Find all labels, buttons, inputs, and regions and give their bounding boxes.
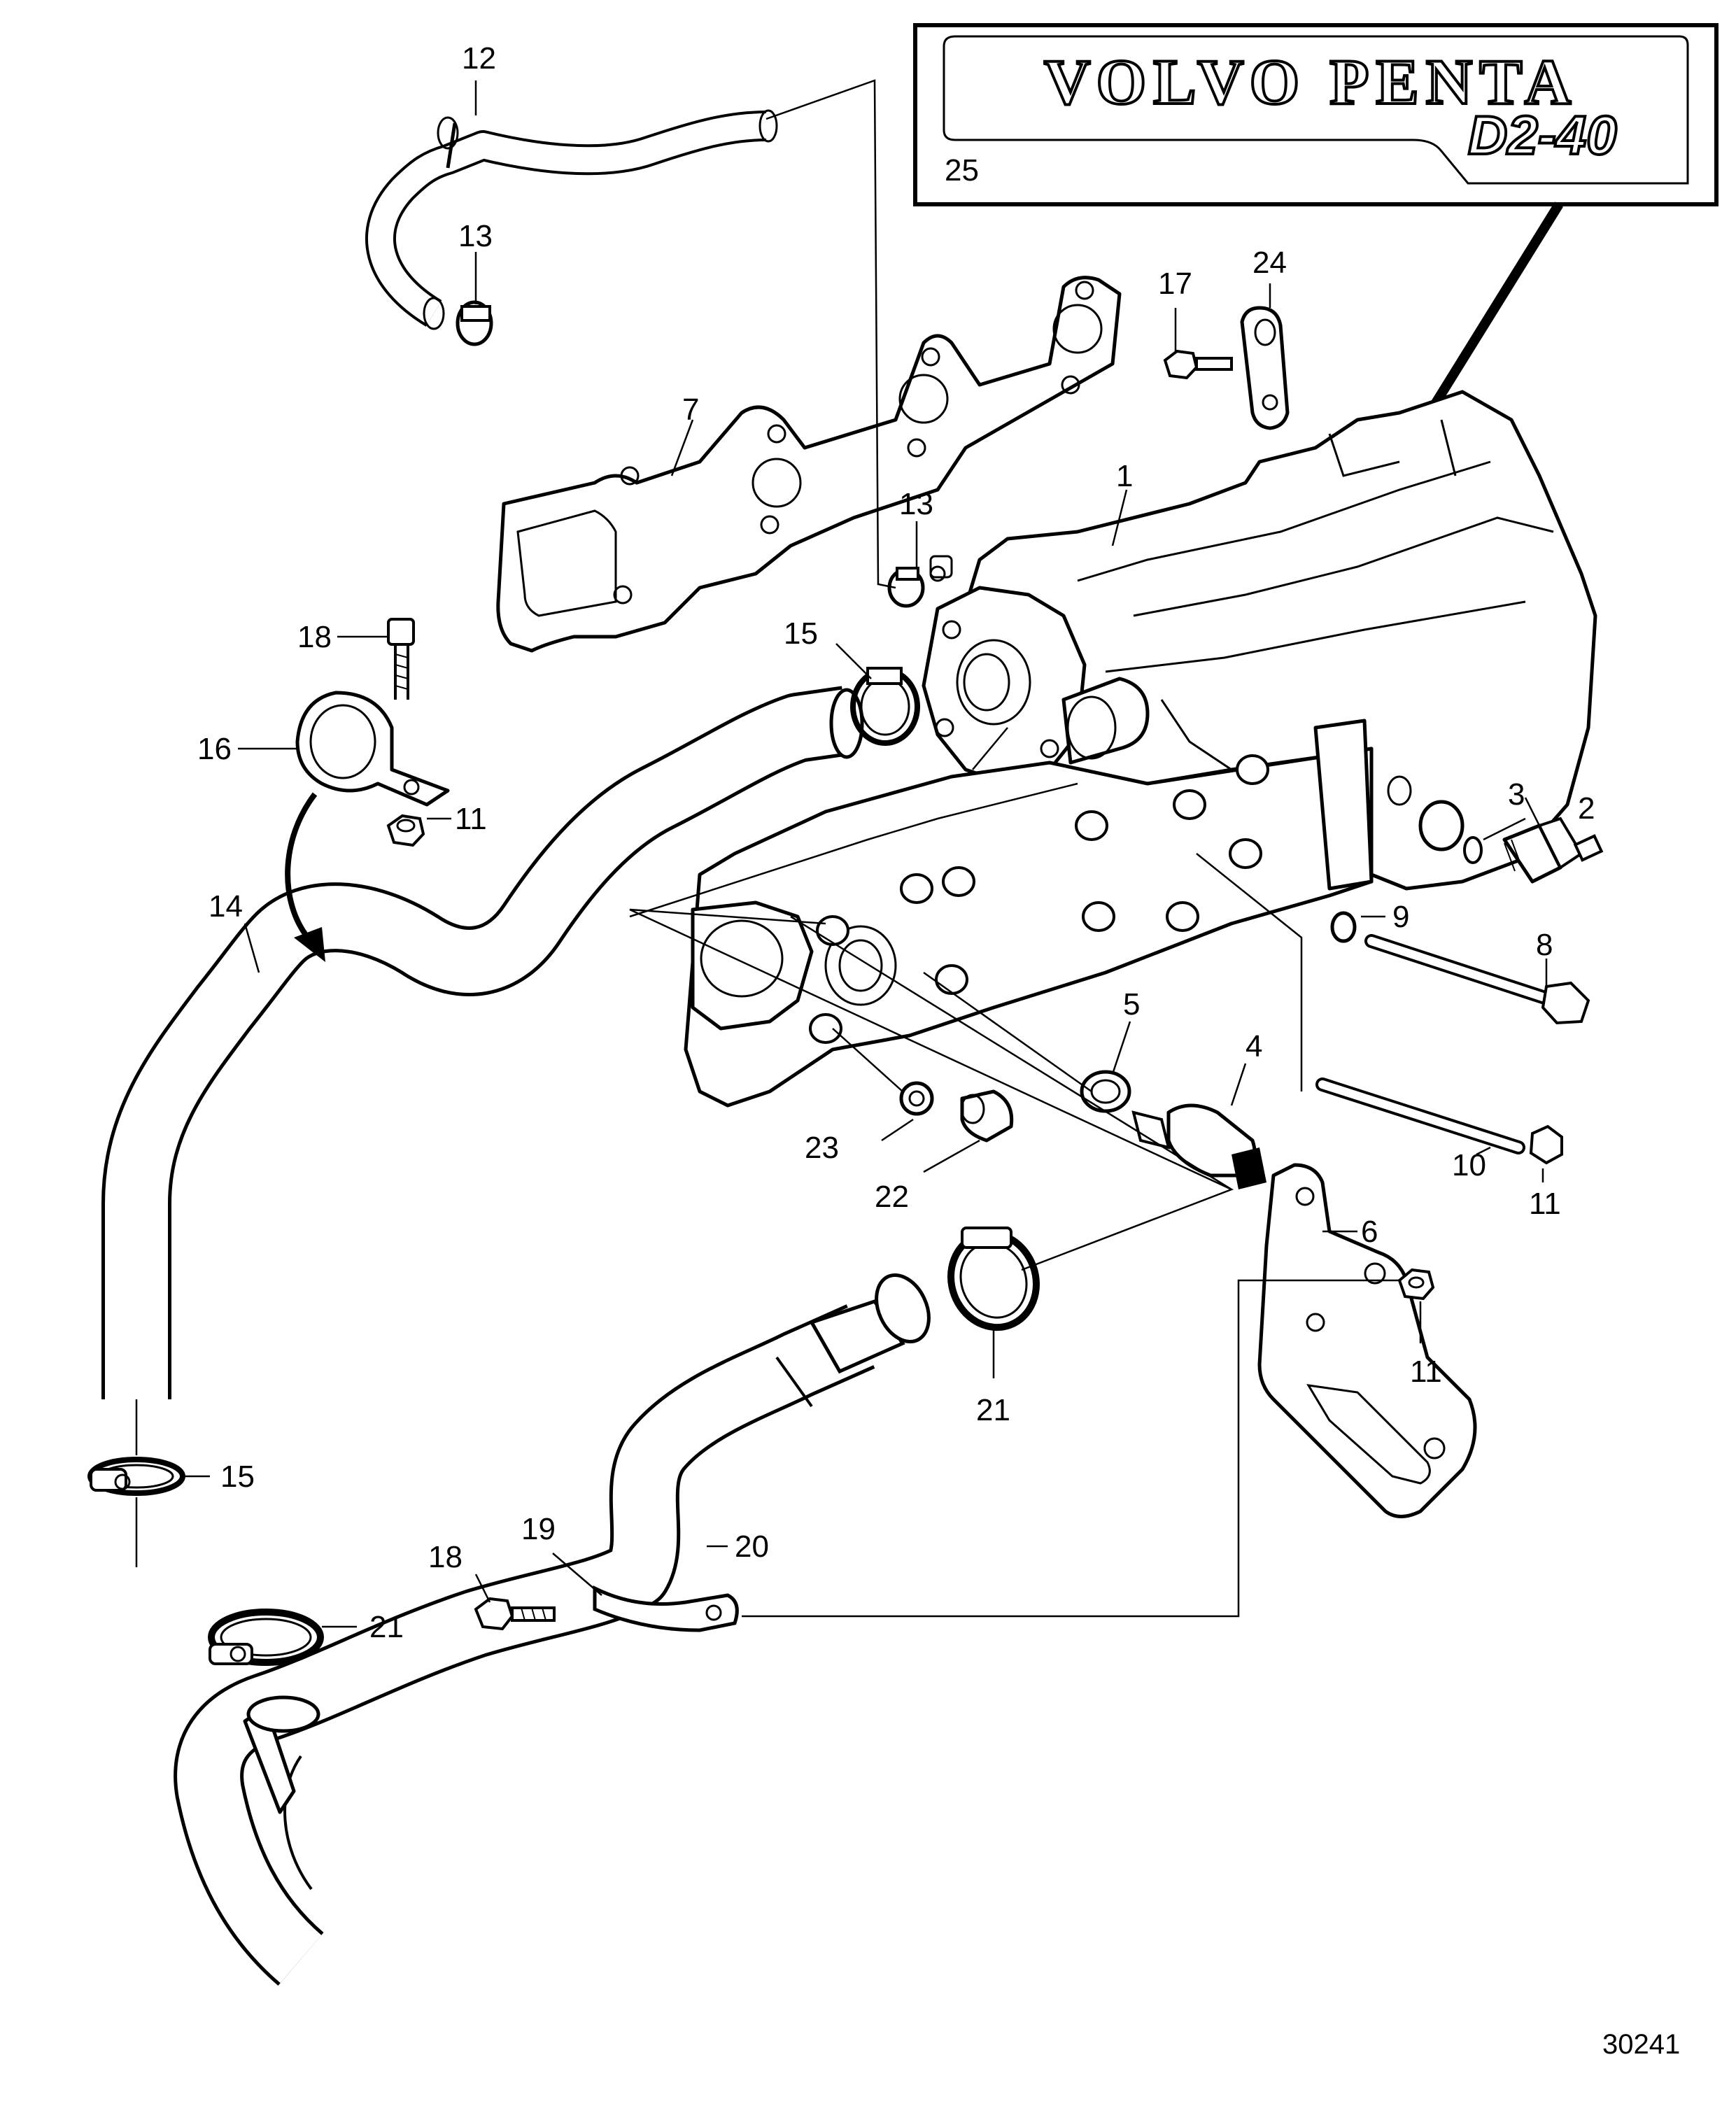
callout-15-upper: 15 (784, 616, 818, 651)
drain-plug-22 (960, 1089, 1014, 1143)
callout-16: 16 (197, 732, 232, 766)
callout-9: 9 (1392, 900, 1409, 934)
flange-bolt-lower (474, 1597, 556, 1631)
callout-1: 1 (1116, 459, 1133, 493)
callout-3: 3 (1508, 777, 1525, 812)
sender-unit-4 (1131, 1103, 1266, 1189)
callout-6: 6 (1361, 1215, 1378, 1249)
callout-18-lower: 18 (428, 1540, 463, 1574)
callout-15-lower: 15 (220, 1460, 255, 1494)
flange-nut-stud (1529, 1124, 1563, 1165)
flange-nut-bracket (386, 814, 425, 847)
hose-clamp-lower (87, 1457, 185, 1496)
sealing-washer-23 (899, 1081, 934, 1116)
stud-10 (1315, 1077, 1525, 1154)
callout-labels: 12 13 7 13 1 15 18 16 11 14 17 24 3 2 9 … (197, 41, 1680, 2060)
callout-8: 8 (1536, 928, 1553, 962)
figure-number: 30241 (1602, 2029, 1680, 2060)
sealing-washer-5 (1080, 1070, 1131, 1113)
bolt-17 (1163, 349, 1233, 380)
hose-clamp-mid (947, 1227, 1040, 1331)
hose-clamp-upper (850, 667, 920, 746)
callout-18-upper: 18 (297, 620, 332, 654)
decal-brand-text: VOLVO PENTA (1044, 46, 1578, 118)
pipe-clamp-with-tab (593, 1585, 739, 1632)
sealing-washer-3 (1463, 836, 1483, 864)
bracket-position-arrow (285, 792, 325, 962)
callout-20: 20 (735, 1529, 769, 1564)
hose-clamp-bottom (208, 1609, 324, 1666)
lifting-eye-bracket (1240, 306, 1290, 430)
decal-panel: VOLVO PENTA D2-40 25 (913, 23, 1719, 206)
decal-model-text: D2-40 (1468, 104, 1616, 166)
callout-21-mid: 21 (976, 1393, 1010, 1427)
small-coolant-hose (365, 109, 778, 330)
callout-12: 12 (462, 41, 496, 76)
flange-nut-bracket-right (1397, 1268, 1435, 1301)
lower-coolant-pipe (174, 1273, 931, 1986)
callout-19: 19 (521, 1512, 556, 1546)
large-coolant-hose (101, 686, 864, 1399)
callout-25: 25 (945, 153, 979, 188)
hose-support-bracket (295, 691, 450, 807)
mounting-bracket (1257, 1163, 1477, 1518)
sealing-washer-9 (1330, 911, 1357, 943)
callout-11-stud: 11 (1529, 1187, 1561, 1221)
flange-bolt-upper (387, 618, 415, 700)
callout-22: 22 (875, 1180, 909, 1214)
callout-11-bracket: 11 (455, 802, 487, 836)
leader-lines (135, 79, 1548, 1628)
callout-13-mid: 13 (899, 487, 933, 521)
exhaust-manifold-gasket (496, 276, 1122, 653)
callout-14: 14 (209, 889, 243, 924)
callout-21-bottom: 21 (369, 1610, 404, 1644)
callout-2: 2 (1578, 791, 1595, 826)
callout-10: 10 (1452, 1148, 1486, 1182)
callout-24: 24 (1252, 246, 1287, 280)
sender-unit-2 (1502, 817, 1604, 884)
bolt-8 (1364, 934, 1590, 1025)
callout-5: 5 (1123, 987, 1140, 1022)
heat-exchanger-body (922, 390, 1597, 891)
callout-23: 23 (805, 1131, 839, 1165)
callout-4: 4 (1245, 1029, 1262, 1063)
hose-clamp-small-top (456, 300, 493, 346)
callout-17: 17 (1158, 267, 1192, 301)
callout-11-bracket-right: 11 (1410, 1355, 1442, 1389)
callout-7: 7 (682, 393, 699, 427)
hose-clamp-small-mid (887, 567, 925, 608)
callout-13-top: 13 (458, 219, 493, 253)
